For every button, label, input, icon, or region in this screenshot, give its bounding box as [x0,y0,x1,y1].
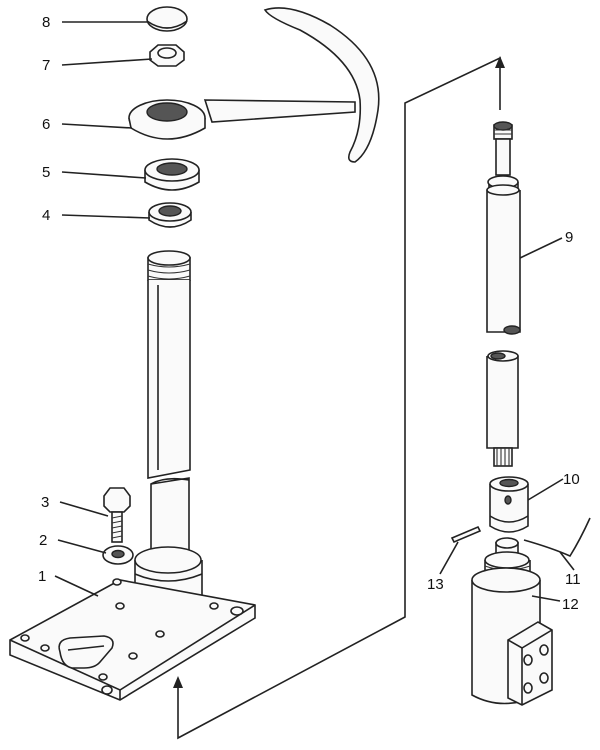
callout-labels: 8 7 6 5 4 3 2 1 9 10 11 12 13 [38,14,581,613]
part-spring-wire [523,517,591,558]
part-bearing [144,158,200,191]
arrow-up-icon [173,676,183,688]
callout-12: 12 [562,596,579,613]
part-lever-handle [128,7,380,163]
callout-7: 7 [42,57,50,74]
callout-13: 13 [427,576,444,593]
callout-3: 3 [41,494,49,511]
part-coupling [489,476,529,533]
callout-8: 8 [42,14,50,31]
callout-9: 9 [565,229,573,246]
part-shaft [486,121,521,467]
part-cap [146,6,188,32]
assembly-path [173,56,505,740]
callout-5: 5 [42,164,50,181]
arrow-up-icon [495,56,505,68]
callout-6: 6 [42,116,50,133]
part-nut [149,44,185,67]
part-bolt [103,487,131,543]
part-pin [450,525,482,544]
part-lower-housing [471,537,553,706]
callout-1: 1 [38,568,46,585]
leader-lines [54,21,575,602]
part-washer [102,545,134,565]
callout-4: 4 [42,207,50,224]
part-bushing [148,202,192,228]
callout-2: 2 [39,532,47,549]
callout-10: 10 [563,471,580,488]
callout-11: 11 [565,571,581,588]
part-base-plate-column [9,250,256,701]
